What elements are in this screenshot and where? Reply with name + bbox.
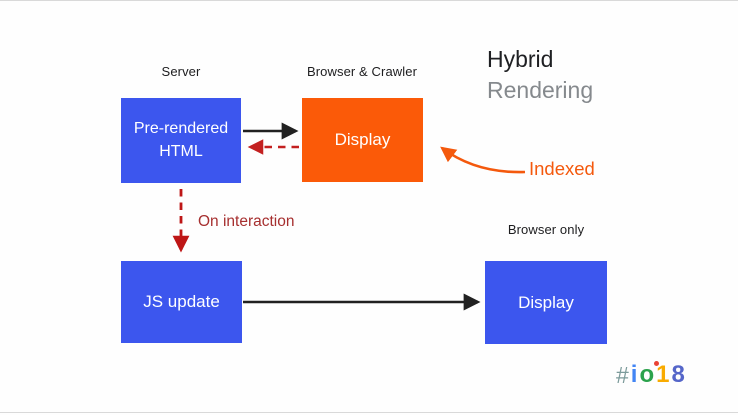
logo-1-glyph: 1 (654, 361, 670, 388)
logo-hash-glyph: # (616, 361, 629, 388)
node-pre-rendered-html: Pre-rendered HTML (121, 98, 241, 183)
node-display-crawler: Display (302, 98, 423, 182)
title-hybrid: Hybrid (487, 46, 554, 72)
node-js-update: JS update (121, 261, 242, 343)
node-display-browser: Display (485, 261, 607, 344)
label-server: Server (161, 64, 201, 79)
edge-label-on-interaction: On interaction (198, 213, 295, 230)
slide-bottom-border (0, 412, 738, 413)
logo-red-dot (654, 361, 660, 366)
edge-label-indexed: Indexed (529, 158, 595, 179)
logo-1-char: 1 (656, 361, 670, 388)
slide-top-border (0, 0, 738, 1)
logo-o-glyph: o (639, 361, 655, 388)
label-browser-crawler: Browser & Crawler (306, 64, 418, 79)
title-rendering: Rendering (487, 77, 594, 103)
io18-hashtag-logo: # i o 1 8 (616, 358, 702, 392)
logo-i-glyph: i (630, 361, 638, 388)
label-browser-only: Browser only (507, 222, 585, 237)
logo-8-glyph: 8 (671, 361, 685, 388)
arrow-indexed-callout (440, 146, 526, 174)
slide-title: Hybrid Rendering (487, 44, 593, 106)
